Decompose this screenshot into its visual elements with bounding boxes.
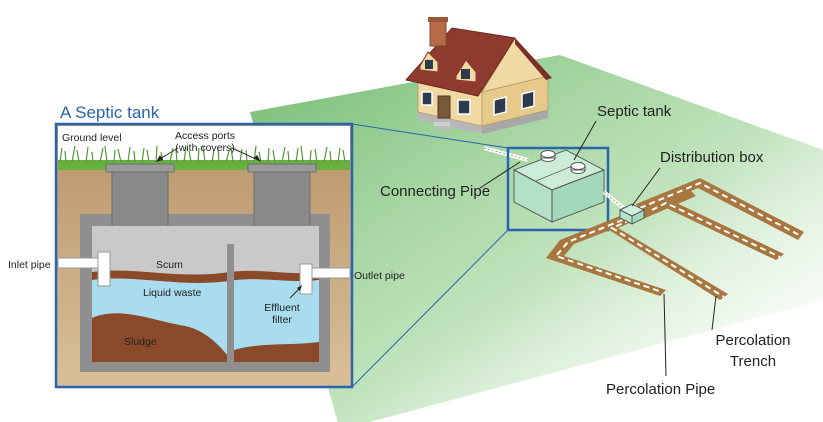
- outlet-pipe-label: Outlet pipe: [354, 270, 405, 282]
- inlet-pipe-label: Inlet pipe: [8, 259, 51, 271]
- ground-level-label: Ground level: [62, 132, 122, 144]
- zoom-line-bottom: [351, 229, 509, 388]
- connecting-pipe-leader: [479, 161, 521, 189]
- percolation-trench-label-2: Trench: [730, 353, 776, 370]
- chimney: [429, 19, 447, 47]
- trench-3: [648, 198, 784, 260]
- septic-tank-leader: [573, 120, 597, 161]
- tank-zoom-frame: [506, 146, 610, 232]
- effluent-filter-label-2: filter: [272, 314, 292, 326]
- percolation-pipe-1: [554, 215, 663, 293]
- access-port-right: [253, 167, 311, 229]
- liquid-waste-label: Liquid waste: [143, 287, 202, 299]
- distribution-box-leader: [631, 167, 661, 207]
- septic-tank-label: Septic tank: [597, 103, 672, 120]
- front-door: [437, 95, 451, 119]
- trench-1: [546, 212, 666, 296]
- cross-section-frame: [54, 122, 354, 389]
- percolation-pipe-3: [651, 201, 781, 258]
- connecting-pipe-label: Connecting Pipe: [380, 183, 490, 200]
- trench-2: [606, 212, 728, 300]
- percolation-trench-label-1: Percolation: [715, 332, 790, 349]
- grass: [58, 145, 350, 170]
- scum-layer: [92, 270, 319, 284]
- percolation-trench-leader: [711, 295, 717, 331]
- tank-3d: [506, 146, 610, 232]
- zoom-line-top: [351, 123, 509, 149]
- percolation-pipe-leader: [663, 293, 667, 377]
- distribution-box-label: Distribution box: [660, 149, 764, 166]
- cross-section-panel: [54, 122, 354, 389]
- house: [405, 17, 552, 134]
- effluent-filter-label-1: Effluent: [264, 302, 299, 314]
- sludge-label: Sludge: [124, 336, 157, 348]
- access-ports-arrow-right: [231, 147, 259, 161]
- access-ports-label-2: (with covers): [175, 142, 235, 154]
- sludge-layer: [92, 313, 228, 362]
- scum-label: Scum: [156, 259, 183, 271]
- effluent-filter-arrow: [289, 287, 301, 299]
- house-connecting-pipe: [483, 146, 529, 162]
- access-port-left: [111, 167, 169, 229]
- lawn-field: [250, 55, 823, 422]
- percolation-pipe-4: [639, 181, 802, 237]
- trench-4: [636, 178, 804, 240]
- drain-field: [546, 178, 804, 300]
- access-ports-label-1: Access ports: [175, 130, 235, 142]
- sludge-layer-right: [234, 342, 319, 362]
- percolation-pipe-label: Percolation Pipe: [606, 381, 715, 398]
- baffle-wall: [227, 244, 234, 362]
- diagram-title: A Septic tank: [60, 103, 160, 122]
